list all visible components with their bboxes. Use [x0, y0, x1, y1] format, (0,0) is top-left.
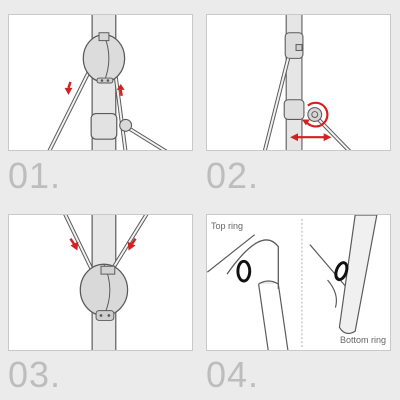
step-1-illustration [47, 15, 168, 150]
pole-segment [338, 215, 378, 335]
canopy-edge [226, 239, 279, 289]
lower-collar [90, 112, 118, 140]
step-4-illustration [207, 215, 378, 350]
step-4-panel: Top ring Bottom ring [206, 214, 391, 351]
top-ring [236, 259, 252, 283]
upper-connector [284, 32, 304, 59]
bottom-ring-label: Bottom ring [339, 335, 386, 345]
bottom-ring [334, 261, 349, 282]
step-1-number: 01. [8, 155, 62, 196]
hub [82, 34, 126, 83]
arrow-right [116, 83, 125, 97]
slide-arrow [290, 133, 332, 142]
rotate-arrow [305, 101, 329, 128]
step-2-panel [206, 14, 391, 151]
arrow-left [64, 81, 73, 95]
step-4-number: 04. [206, 354, 260, 395]
step-1-panel [8, 14, 193, 151]
step-3-panel [8, 214, 193, 351]
arrow-left [69, 237, 79, 251]
arrow-right [127, 237, 137, 251]
lower-collar [283, 99, 305, 120]
step-3-illustration [63, 215, 149, 350]
adjust-knob [307, 107, 323, 122]
step-2-illustration [262, 15, 352, 150]
step-3-number: 03. [8, 354, 62, 395]
side-knob [119, 118, 133, 132]
top-ring-label: Top ring [211, 221, 244, 231]
step-2-number: 02. [206, 155, 260, 196]
